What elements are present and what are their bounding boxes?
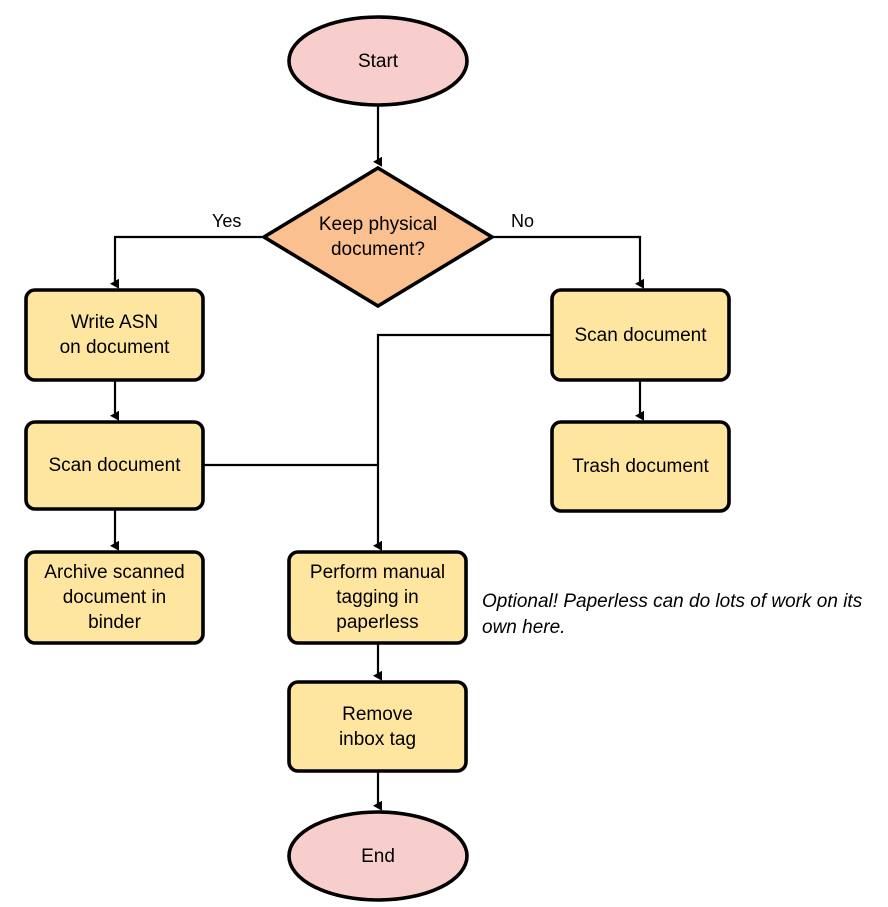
edge-decision-no (492, 235, 644, 289)
node-scan-document-left[interactable] (24, 420, 205, 511)
edge-label-no: No (509, 211, 537, 232)
node-remove-inbox-tag[interactable] (287, 680, 468, 773)
node-end[interactable] (287, 810, 469, 902)
edge-group (110, 101, 644, 811)
node-archive-scanned-document-in-binder[interactable] (24, 550, 205, 645)
node-start[interactable] (287, 15, 469, 107)
node-trash-document[interactable] (550, 420, 731, 513)
annotation-optional-note: Optional! Paperless can do lots of work … (482, 591, 863, 638)
edge-decision-yes (110, 235, 262, 289)
node-scan-document-right[interactable] (550, 288, 731, 382)
node-decision-keep-physical-document[interactable] (260, 165, 496, 309)
node-perform-manual-tagging-in-paperless[interactable] (287, 550, 468, 645)
edge-scanright-to-tagging (373, 333, 552, 551)
node-write-asn-on-document[interactable] (24, 288, 205, 382)
edge-label-yes: Yes (210, 211, 244, 232)
